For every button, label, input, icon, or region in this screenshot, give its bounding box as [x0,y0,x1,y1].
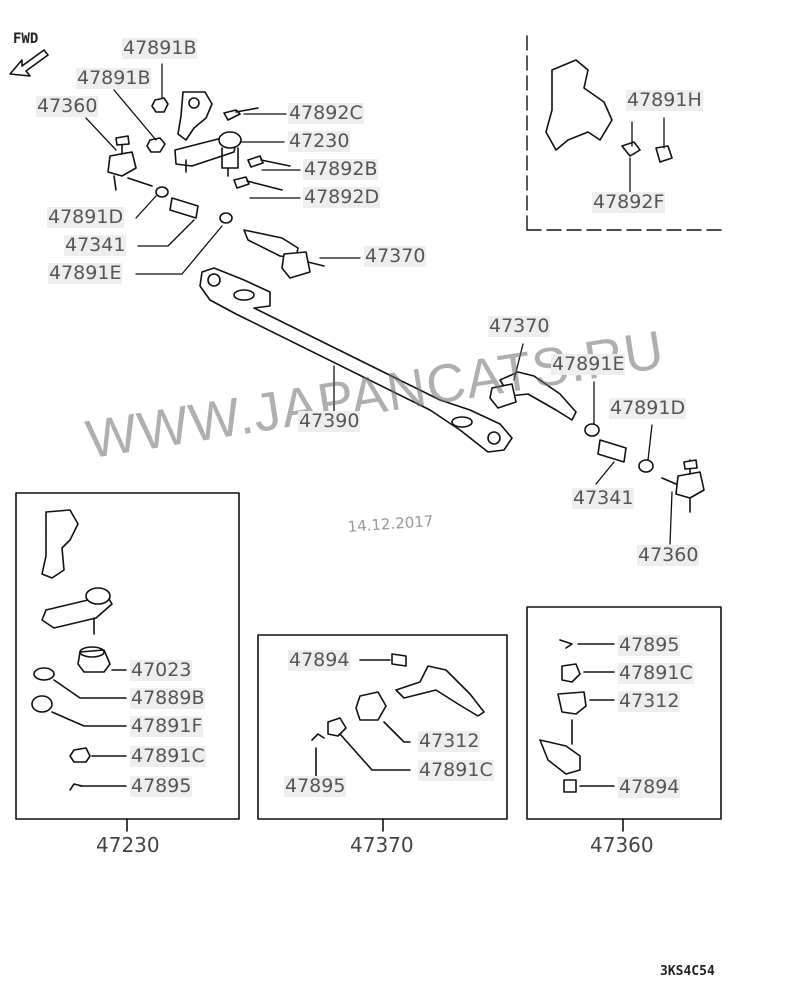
detail-box-47360 [526,606,722,832]
detail-47360-part-47895[interactable]: 47895 [618,634,681,656]
adjusting-sleeve-left [155,186,233,224]
part-label-47891e-left[interactable]: 47891E [48,262,123,284]
detail-47230-part-47889b[interactable]: 47889B [130,687,206,709]
tie-rod-end-right [661,459,705,513]
detail-47370-part-47895[interactable]: 47895 [284,775,347,797]
detail-47230-part-47023[interactable]: 47023 [130,659,193,681]
fwd-arrow-icon [9,49,49,77]
detail-47230-part-47895[interactable]: 47895 [130,775,193,797]
idler-arm-bracket [174,91,242,177]
detail-47370-group-label[interactable]: 47370 [350,833,414,857]
center-link-rod [199,267,513,453]
part-label-47360-left[interactable]: 47360 [36,95,99,117]
diagram-code: 3KS4C54 [660,964,715,979]
detail-47360-part-47312[interactable]: 47312 [618,690,681,712]
bolt-47892c [223,107,259,121]
detail-47370-part-47894[interactable]: 47894 [288,649,351,671]
part-label-47230[interactable]: 47230 [288,130,351,152]
tie-rod-right [489,371,577,421]
detail-47360-part-47894[interactable]: 47894 [618,776,681,798]
nut-47891b-2 [146,137,166,153]
detail-47370-part-47312[interactable]: 47312 [418,730,481,752]
leader-lines [85,63,673,545]
detail-47360-group-label[interactable]: 47360 [590,833,654,857]
inset-alt-bracket [545,59,673,163]
part-label-47891e-right[interactable]: 47891E [551,353,626,375]
inset-dashed-border [526,35,723,231]
part-label-47360-right[interactable]: 47360 [637,544,700,566]
part-label-47370-left[interactable]: 47370 [364,245,427,267]
part-label-47892c[interactable]: 47892C [288,102,364,124]
part-label-47892f[interactable]: 47892F [592,191,666,213]
part-label-47891b-top[interactable]: 47891B [122,37,198,59]
part-label-47891b[interactable]: 47891B [76,67,152,89]
detail-47230-part-47891c[interactable]: 47891C [130,745,206,767]
part-label-47892b[interactable]: 47892B [303,158,379,180]
part-label-47892d[interactable]: 47892D [303,186,381,208]
part-label-47891d-right[interactable]: 47891D [609,397,687,419]
adjusting-sleeve-right [584,423,654,473]
part-label-47341-right[interactable]: 47341 [572,487,635,509]
part-label-47891d-left[interactable]: 47891D [47,206,125,228]
part-label-47341-left[interactable]: 47341 [64,234,127,256]
detail-47370-part-47891c[interactable]: 47891C [418,759,494,781]
bolt-47892d [233,176,283,191]
bolt-47892b [247,155,291,168]
detail-box-47370 [257,634,508,832]
fwd-label: FWD [13,31,39,47]
detail-box-47230 [15,492,240,832]
tie-rod-end-left [107,135,153,191]
detail-47230-part-47891f[interactable]: 47891F [130,715,204,737]
nut-47891b-top [151,97,169,113]
tie-rod-left [243,229,325,279]
part-label-47390[interactable]: 47390 [298,410,361,432]
detail-47360-part-47891c[interactable]: 47891C [618,662,694,684]
part-label-47370-right[interactable]: 47370 [488,315,551,337]
part-label-47891h[interactable]: 47891H [626,89,703,111]
detail-47230-group-label[interactable]: 47230 [96,833,160,857]
